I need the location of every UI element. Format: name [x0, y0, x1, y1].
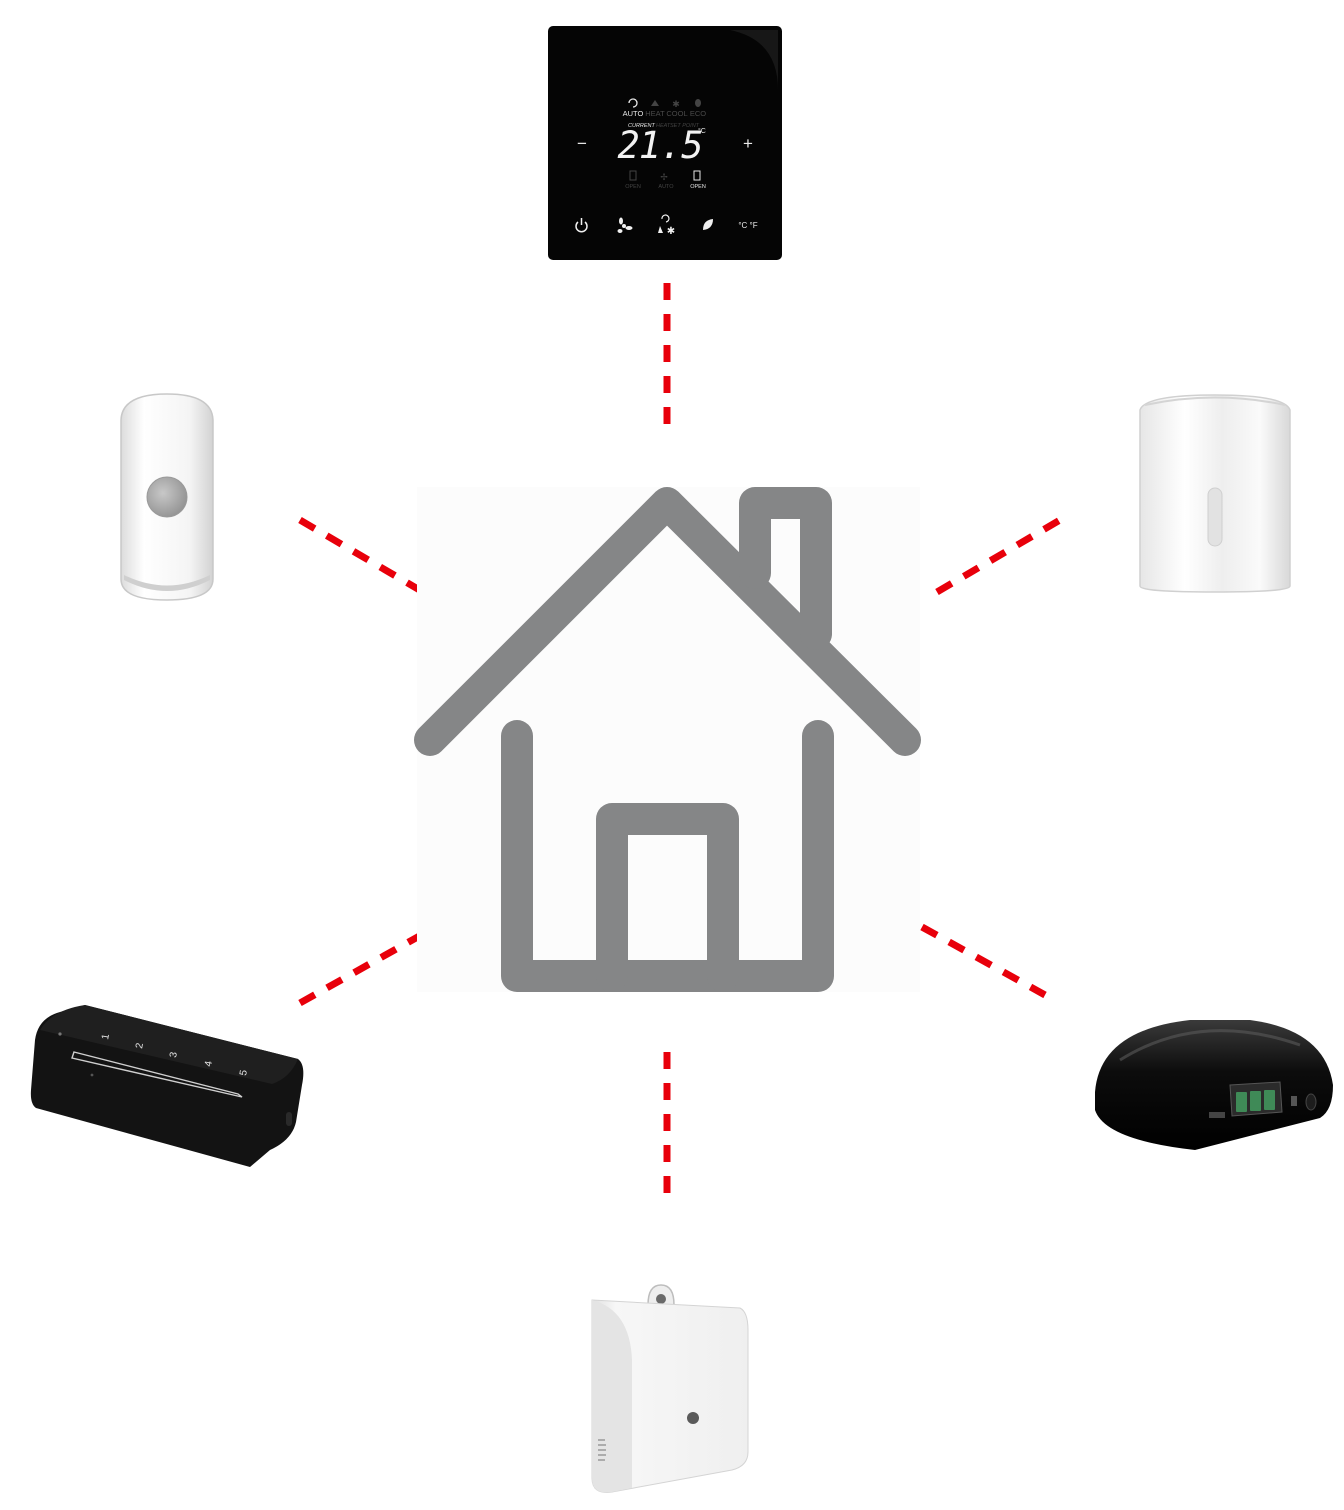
mode-button[interactable]: ✱	[658, 214, 675, 237]
hub-terminal-2	[1250, 1091, 1261, 1111]
readout-label-set-point: SET POINT	[670, 123, 700, 129]
house-icon-background	[417, 487, 920, 992]
fan-status-icon: ✢	[660, 172, 668, 182]
thermostat-buttons: ✱ °C °F	[575, 214, 758, 237]
keypad-key-1[interactable]: 1	[100, 1033, 112, 1041]
hub-usb-port	[1209, 1112, 1225, 1118]
temperature-unit: °C	[698, 127, 706, 135]
thermostat-mode-icons: ✱	[628, 98, 701, 109]
mode-label-eco: ECO	[690, 109, 706, 118]
hub-led	[1291, 1096, 1297, 1106]
cool-mode-icon: ✱	[672, 99, 680, 109]
keypad-slider-strip[interactable]	[71, 1051, 243, 1098]
temperature-readout: 21.5	[617, 124, 702, 167]
mode-label-heat: HEAT	[645, 109, 665, 118]
keypad-key-4[interactable]: 4	[203, 1060, 215, 1068]
decrease-button[interactable]: −	[577, 134, 587, 153]
connector-lower-right	[920, 923, 1047, 999]
keypad-key-5[interactable]: 5	[238, 1069, 250, 1077]
house-icon	[414, 487, 921, 992]
sensor-slot	[1207, 487, 1223, 547]
readout-label-heat: HEAT	[656, 123, 671, 129]
fan-button[interactable]	[617, 217, 633, 234]
status-label-open-left: OPEN	[625, 184, 641, 190]
status-label-auto: AUTO	[658, 184, 674, 190]
window-open-icon-left	[629, 170, 637, 181]
hub-terminal-3	[1264, 1090, 1275, 1110]
push-button-device	[120, 393, 214, 601]
mode-label-cool: COOL	[666, 109, 687, 118]
fan-icon	[622, 224, 626, 228]
hub-device	[1095, 1020, 1333, 1150]
house-chimney	[739, 487, 832, 650]
heat-mode-icon	[651, 100, 659, 106]
house-door	[596, 803, 739, 992]
increase-button[interactable]: +	[743, 134, 753, 153]
mode-label-auto: AUTO	[623, 109, 644, 118]
keypad-device: 1 2 3 4 5	[30, 1005, 304, 1167]
mode-cycle-icon	[661, 214, 670, 223]
power-button[interactable]	[575, 218, 588, 233]
hub-reset-button[interactable]	[1305, 1093, 1317, 1111]
push-button-cap[interactable]	[146, 476, 188, 518]
connector-upper-left	[298, 516, 425, 596]
eco-mode-icon	[695, 99, 701, 107]
house-roof	[414, 487, 921, 756]
unit-toggle-button[interactable]: °C °F	[738, 221, 757, 230]
house-walls	[501, 720, 834, 992]
eco-leaf-button[interactable]	[703, 219, 713, 230]
flame-icon	[658, 226, 663, 233]
wall-sensor-vent	[598, 1439, 606, 1461]
auto-mode-icon	[628, 98, 638, 108]
snowflake-icon: ✱	[667, 226, 675, 237]
power-icon	[575, 221, 588, 233]
keypad-port	[286, 1112, 292, 1126]
keypad-key-2[interactable]: 2	[134, 1042, 146, 1050]
window-open-icon-right	[693, 170, 701, 181]
keypad-key-3[interactable]: 3	[168, 1051, 180, 1059]
connector-upper-right	[935, 516, 1062, 596]
wall-sensor-lens	[687, 1412, 699, 1424]
cylinder-sensor-device	[1139, 394, 1291, 593]
wall-sensor-device	[591, 1284, 749, 1493]
hub-body	[1095, 1020, 1333, 1150]
readout-label-current: CURRENT	[628, 123, 656, 129]
thermostat-panel	[548, 26, 782, 260]
hub-terminal-1	[1236, 1092, 1247, 1112]
connector-lower-left	[298, 930, 425, 1007]
thermostat-device: ✱ AUTO HEAT COOL ECO CURRENT HEAT SET PO…	[548, 26, 782, 260]
keypad-top-face	[40, 1005, 298, 1084]
status-label-open-right: OPEN	[690, 184, 706, 190]
connector-lines	[298, 283, 1062, 1195]
